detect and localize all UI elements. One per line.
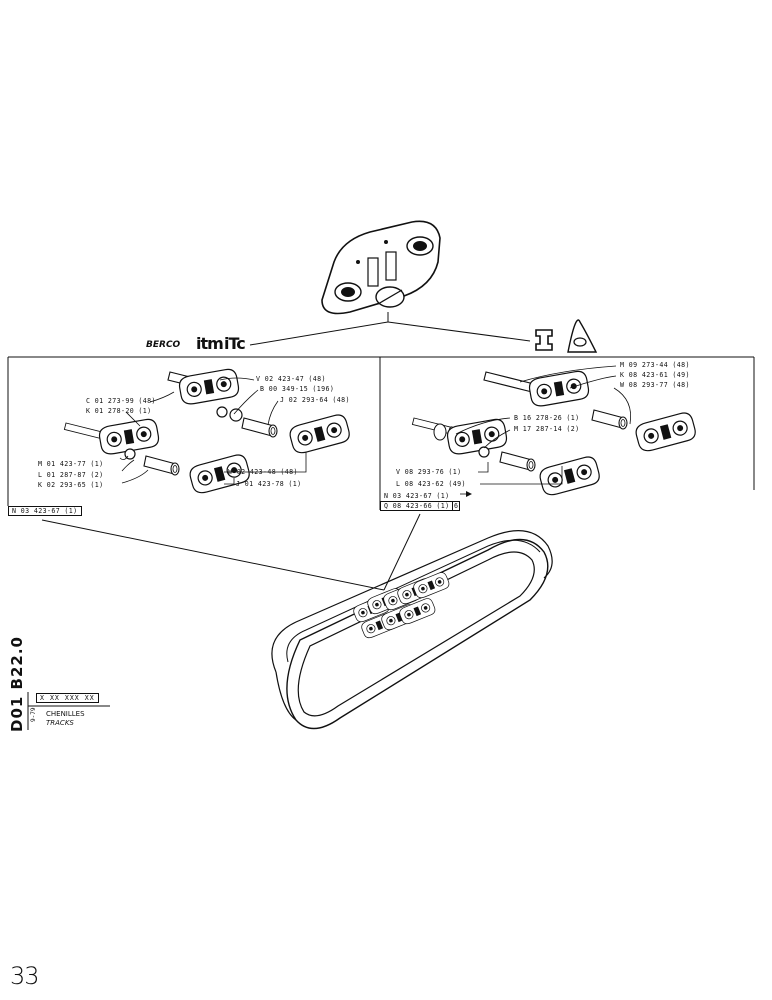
title-english: TRACKS xyxy=(46,719,74,727)
part-label: K 02 293-65 (1) xyxy=(38,481,104,489)
part-label: M 01 423-77 (1) xyxy=(38,460,104,468)
part-label: M 09 273-44 (48) xyxy=(620,361,690,369)
part-label: M 17 287-14 (2) xyxy=(514,425,580,433)
connector-line-left xyxy=(41,519,385,591)
right-assembly-ref: N 03 423-67 (1) xyxy=(384,492,450,500)
part-label: K 08 423-61 (49) xyxy=(620,371,690,379)
part-label: B 16 278-26 (1) xyxy=(514,414,580,422)
itm-logo: itm xyxy=(196,334,224,353)
reference-pattern: X XX XXX XX xyxy=(36,693,99,703)
part-label: V 02 423-47 (48) xyxy=(256,375,326,383)
part-label: W 02 423-48 (48) xyxy=(228,468,298,476)
left-assembly-ref: N 03 423-67 (1) xyxy=(8,506,82,516)
connector-line-right xyxy=(383,513,421,591)
master-link-illustration xyxy=(321,220,441,315)
part-label: K 01 278-20 (1) xyxy=(86,407,152,415)
right-assembly-ref-box: Q 08 423-66 (1) xyxy=(380,501,454,511)
right-panel-leaders xyxy=(455,365,632,495)
title-block-frame xyxy=(27,692,110,730)
page-number: 33 xyxy=(10,962,40,990)
part-label: J 02 293-64 (48) xyxy=(280,396,350,404)
assembled-chain-section xyxy=(351,570,451,640)
document-date: 9-79 xyxy=(30,707,37,722)
itc-logo: iTc xyxy=(224,334,246,353)
part-label: L 01 287-87 (2) xyxy=(38,471,104,479)
part-label: V 08 293-76 (1) xyxy=(396,468,462,476)
part-label: B 00 349-15 (196) xyxy=(260,385,335,393)
track-loop-illustration xyxy=(271,530,553,730)
left-panel-leaders xyxy=(119,377,307,485)
right-panel-parts xyxy=(411,369,698,498)
part-label: C 01 273-99 (48) xyxy=(86,397,156,405)
left-panel-parts xyxy=(63,367,352,496)
part-label: L 08 423-62 (49) xyxy=(396,480,466,488)
berco-logo: BERCO xyxy=(146,340,181,350)
part-label: J 01 423-78 (1) xyxy=(236,480,302,488)
document-code: D01 B22.0 xyxy=(8,636,26,732)
panel-frame xyxy=(7,356,755,510)
part-label: W 08 293-77 (48) xyxy=(620,381,690,389)
track-profile-icon xyxy=(535,329,553,351)
triangle-logo-icon xyxy=(567,319,598,353)
flag-box: 6 xyxy=(452,501,461,511)
title-french: CHENILLES xyxy=(46,710,85,718)
